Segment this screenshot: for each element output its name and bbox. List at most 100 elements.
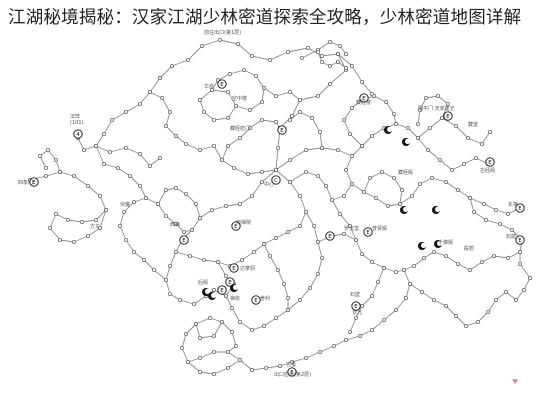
map-path xyxy=(441,117,491,145)
map-node xyxy=(261,241,266,246)
map-node xyxy=(349,64,354,69)
map-node xyxy=(237,135,242,140)
map-node xyxy=(163,277,168,282)
map-place-label: 中心 xyxy=(264,181,274,188)
map-node xyxy=(315,239,320,244)
map-place-label: 四象门 xyxy=(18,179,33,186)
map-node xyxy=(315,50,320,55)
map-path xyxy=(199,89,237,121)
map-node xyxy=(124,145,129,150)
map-node xyxy=(273,167,278,172)
map-place-label: 伏魔 xyxy=(120,201,130,208)
map-node xyxy=(173,221,178,226)
map-node xyxy=(303,169,308,174)
map-node xyxy=(397,201,402,206)
map-node xyxy=(455,187,460,192)
map-node xyxy=(343,337,348,342)
map-node xyxy=(305,46,310,51)
map-node xyxy=(127,173,132,178)
map-path xyxy=(181,317,253,371)
map-place-label: 禅房 xyxy=(230,295,240,302)
map-node xyxy=(471,209,476,214)
map-node xyxy=(249,193,254,198)
map-node xyxy=(475,319,480,324)
map-node xyxy=(211,143,216,148)
map-node xyxy=(417,181,422,186)
map-path xyxy=(409,252,531,327)
map-node xyxy=(124,110,129,115)
map-node xyxy=(439,116,444,121)
map-node xyxy=(157,76,162,81)
map-node xyxy=(505,255,510,260)
map-node xyxy=(335,52,340,57)
map-node xyxy=(518,261,523,266)
moon-marker-icon xyxy=(208,292,217,300)
location-marker-icon: E xyxy=(485,157,495,167)
map-node xyxy=(522,287,527,292)
map-node xyxy=(343,66,348,71)
map-node xyxy=(225,90,230,95)
map-node xyxy=(163,187,168,192)
map-node xyxy=(369,133,374,138)
moon-marker-icon xyxy=(384,126,393,134)
svg-text:E: E xyxy=(228,280,232,286)
map-node xyxy=(347,223,352,228)
map-node xyxy=(415,122,420,127)
location-marker-icon: E xyxy=(443,111,453,121)
map-node xyxy=(197,98,202,103)
map-node xyxy=(72,173,77,178)
location-marker-icon: E xyxy=(225,277,235,287)
map-node xyxy=(249,367,254,372)
map-path xyxy=(175,135,277,175)
map-node xyxy=(247,108,252,113)
map-node xyxy=(157,155,162,160)
map-node xyxy=(251,249,256,254)
map-node xyxy=(137,151,142,156)
map-node xyxy=(211,118,216,123)
map-node xyxy=(509,227,514,232)
svg-text:E: E xyxy=(220,82,224,88)
map-node xyxy=(147,90,152,95)
map-node xyxy=(235,42,240,47)
map-node xyxy=(241,68,246,73)
map-nodes xyxy=(27,38,533,376)
map-path xyxy=(165,169,277,305)
map-node xyxy=(431,297,436,302)
map-node xyxy=(361,189,366,194)
map-node xyxy=(373,195,378,200)
location-marker-icon: E xyxy=(515,235,525,245)
map-path xyxy=(289,171,357,241)
map-node xyxy=(335,147,340,152)
map-node xyxy=(369,293,374,298)
map-node xyxy=(341,118,346,123)
svg-text:E: E xyxy=(362,96,366,102)
map-node xyxy=(197,369,202,374)
location-marker-icon: E xyxy=(217,285,227,295)
map-node xyxy=(359,143,364,148)
location-marker-icon: E xyxy=(325,231,335,241)
map-node xyxy=(455,261,460,266)
map-node xyxy=(461,161,466,166)
map-node xyxy=(437,157,442,162)
svg-text:E: E xyxy=(234,224,238,230)
map-node xyxy=(118,223,123,228)
map-node xyxy=(327,40,332,45)
map-node xyxy=(307,285,312,290)
map-node xyxy=(443,253,448,258)
map-node xyxy=(391,175,396,180)
map-node xyxy=(275,267,280,272)
map-node xyxy=(233,343,238,348)
map-node xyxy=(44,165,49,170)
map-node xyxy=(219,157,224,162)
map-node xyxy=(249,327,254,332)
map-node xyxy=(399,187,404,192)
map-node xyxy=(337,44,342,49)
map-node xyxy=(341,193,346,198)
map-node xyxy=(503,289,508,294)
moon-marker-icon xyxy=(202,288,211,296)
svg-text:E: E xyxy=(446,114,450,120)
map-node xyxy=(197,335,202,340)
map-node xyxy=(289,359,294,364)
map-node xyxy=(297,98,302,103)
map-node xyxy=(38,153,43,158)
